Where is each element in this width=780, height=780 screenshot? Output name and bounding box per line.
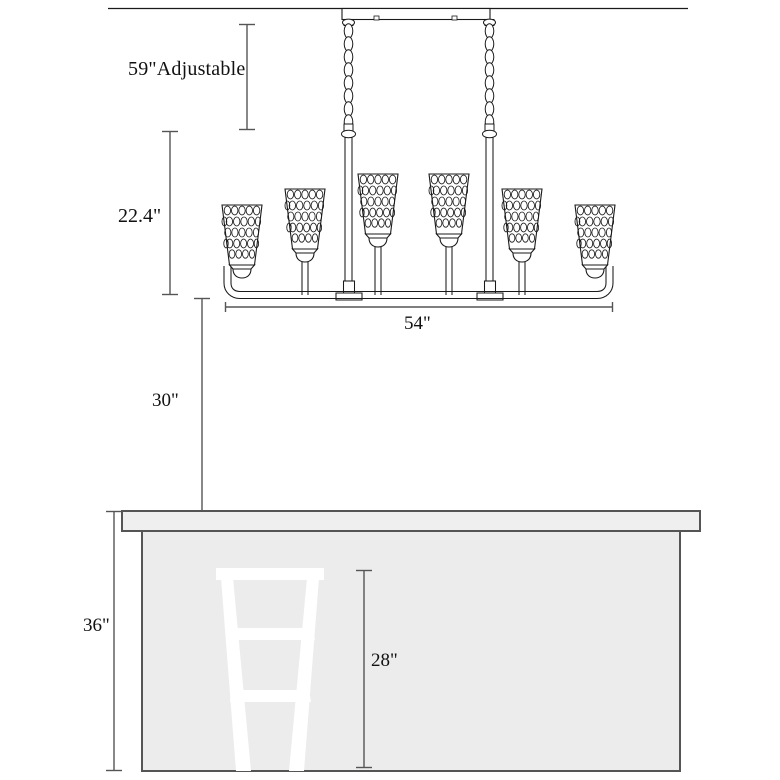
suspension-stems xyxy=(344,137,494,285)
bar-stool xyxy=(216,568,324,771)
chain-left xyxy=(341,18,356,139)
dimension-line-fixture-height xyxy=(162,130,178,296)
shade-4 xyxy=(428,173,470,248)
shade-6 xyxy=(574,204,616,279)
dimension-label-fixture-height: 22.4" xyxy=(118,205,162,227)
dimension-line-fixture-width xyxy=(224,302,614,312)
kitchen-island-counter xyxy=(121,510,701,772)
ceiling-canopy xyxy=(341,7,491,21)
counter-top xyxy=(121,510,701,532)
dimension-line-adjustable xyxy=(239,23,255,131)
dimension-label-adjustable: 59"Adjustable xyxy=(128,58,246,80)
shade-3 xyxy=(357,173,399,248)
dimension-line-counter-height xyxy=(106,510,122,772)
shade-1 xyxy=(221,204,263,279)
shade-2 xyxy=(284,188,326,263)
dimension-label-fixture-width: 54" xyxy=(404,313,431,334)
stem-connector-right xyxy=(476,280,504,301)
dimension-label-stool-height: 28" xyxy=(371,650,398,671)
fixture-rail xyxy=(223,266,614,300)
dimension-line-hang-height xyxy=(194,297,210,512)
shade-5 xyxy=(501,188,543,263)
chain-right xyxy=(482,18,497,139)
dimension-label-counter-height: 36" xyxy=(83,615,110,636)
dimension-label-hang-height: 30" xyxy=(152,390,179,411)
dimension-line-stool-height xyxy=(356,569,372,769)
stem-connector-left xyxy=(335,280,363,301)
counter-body xyxy=(141,530,681,772)
